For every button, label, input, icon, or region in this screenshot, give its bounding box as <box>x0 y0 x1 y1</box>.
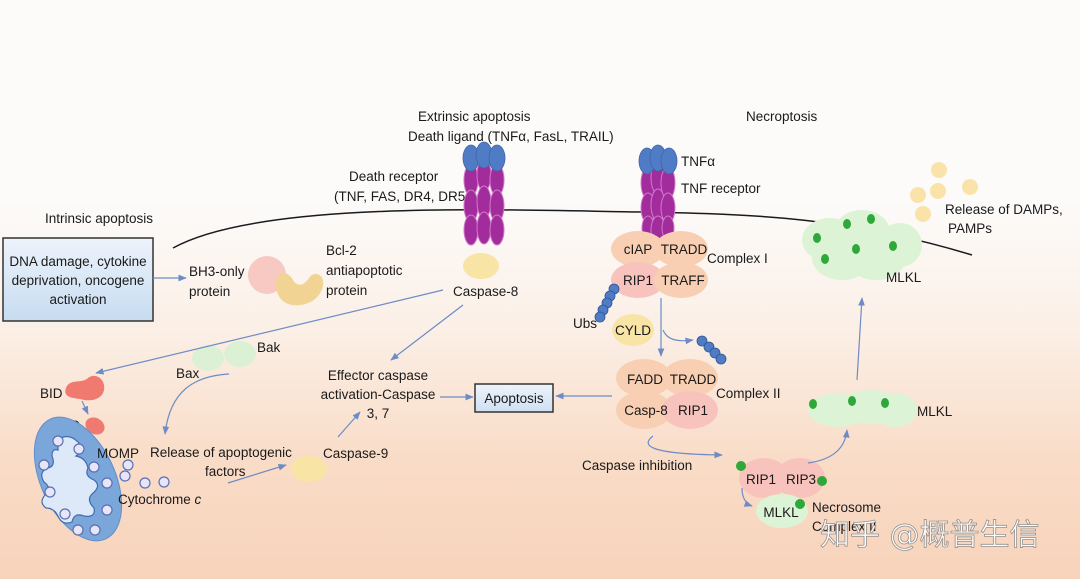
caspase8-shape <box>463 253 499 279</box>
arrow-caspase8-to-effector <box>390 304 464 361</box>
intrinsic-apoptosis-title: Intrinsic apoptosis <box>45 211 153 226</box>
ubiquitin-chain-attached <box>594 283 620 323</box>
arrow-bax-to-release <box>162 373 230 435</box>
complex1-tradd: TRADD <box>661 242 708 257</box>
complex1-label: Complex I <box>707 251 768 266</box>
death-receptor-label-line1: Death receptor <box>349 169 439 184</box>
bh3-label-line1: BH3-only <box>189 264 245 279</box>
mlkl-oligomer <box>808 390 917 427</box>
arrow-ub-release <box>662 329 694 345</box>
arrow-mlkl-to-membrane <box>856 297 865 381</box>
mlkl-mid-label: MLKL <box>917 404 953 419</box>
bid-label: BID <box>40 386 63 401</box>
effector-label-line3: 3, 7 <box>367 406 390 421</box>
arrow-caspase8-to-bid <box>95 289 444 375</box>
damps-particles <box>910 162 978 222</box>
death-ligand-trimer <box>462 141 506 172</box>
complex1-ciap: cIAP <box>624 242 653 257</box>
arrow-bid-to-tbid <box>81 400 89 415</box>
complex-2: FADD TRADD Casp-8 RIP1 <box>616 359 718 429</box>
mlkl-membrane-pore <box>802 210 922 280</box>
necroptosis-title: Necroptosis <box>746 109 818 124</box>
mlkl-membrane-label: MLKL <box>886 270 922 285</box>
bak-label: Bak <box>257 340 281 355</box>
trigger-text-line2: deprivation, oncogene <box>12 273 145 288</box>
complex1-traff: TRAFF <box>661 273 705 288</box>
cytochrome-c-particles <box>38 435 170 536</box>
bcl2-protein-shape <box>276 272 324 306</box>
bh3-label-line2: protein <box>189 284 230 299</box>
apoptosis-label: Apoptosis <box>484 391 544 406</box>
tnfa-label: TNFα <box>681 154 715 169</box>
arrow-release-to-caspase9 <box>227 464 287 484</box>
necrosome-mlkl: MLKL <box>763 505 799 520</box>
caspase-inhibition-label: Caspase inhibition <box>582 458 692 473</box>
damps-label-line1: Release of DAMPs, <box>945 202 1063 217</box>
bak-shape <box>224 341 256 367</box>
bcl2-label-line1: Bcl-2 <box>326 243 357 258</box>
effector-label-line1: Effector caspase <box>328 368 428 383</box>
trigger-text-line3: activation <box>49 292 106 307</box>
cytochrome-c-label: Cytochrome c <box>118 492 202 507</box>
bax-shape <box>192 345 224 371</box>
arrow-necrosome-to-mlkl <box>807 429 850 464</box>
mitochondrion <box>33 416 123 542</box>
caspase9-shape <box>291 456 327 482</box>
complex2-label: Complex II <box>716 386 781 401</box>
ubiquitin-chain-released <box>696 335 727 365</box>
bax-label: Bax <box>176 366 200 381</box>
watermark: 知乎 @概普生信 <box>820 518 1040 553</box>
bcl2-label-line2: antiapoptotic <box>326 263 403 278</box>
cyld-label: CYLD <box>615 323 651 338</box>
cytochrome-text: Cytochrome <box>118 492 195 507</box>
arrow-rip1-to-mlkl <box>741 487 753 507</box>
tnfa-trimer <box>638 144 678 175</box>
arrow-complex2-to-necrosome <box>647 435 723 459</box>
arrow-caspase9-to-effector <box>337 411 361 438</box>
complex-1: cIAP TRADD RIP1 TRAFF <box>611 231 708 298</box>
apoptosis-box: Apoptosis <box>474 383 554 413</box>
bcl2-label-line3: protein <box>326 283 367 298</box>
trigger-box: DNA damage, cytokine deprivation, oncoge… <box>2 237 154 322</box>
complex2-fadd: FADD <box>627 372 663 387</box>
release-label-line2: factors <box>205 464 246 479</box>
bid-shape <box>65 375 105 401</box>
necrosome-label-line2: Complex II <box>812 519 877 534</box>
momp-label: MOMP <box>97 446 139 461</box>
cyld-shape <box>612 314 654 346</box>
necrosome-label-line1: Necrosome <box>812 500 881 515</box>
death-ligand-label: Death ligand (TNFα, FasL, TRAIL) <box>408 129 614 144</box>
necrosome: RIP1 RIP3 MLKL <box>736 458 827 528</box>
death-receptor-trimer <box>463 158 505 246</box>
ubs-label: Ubs <box>573 316 597 331</box>
tnf-receptor-label: TNF receptor <box>681 181 761 196</box>
release-label-line1: Release of apoptogenic <box>150 445 292 460</box>
caspase9-label: Caspase-9 <box>323 446 388 461</box>
complex2-rip1: RIP1 <box>678 403 708 418</box>
death-receptor-label-line2: (TNF, FAS, DR4, DR5) <box>334 189 470 204</box>
complex1-rip1: RIP1 <box>623 273 653 288</box>
necrosome-rip1: RIP1 <box>746 472 776 487</box>
complex2-tradd: TRADD <box>670 372 717 387</box>
tbid-shape <box>85 417 105 435</box>
necrosome-rip3: RIP3 <box>786 472 816 487</box>
damps-label-line2: PAMPs <box>948 221 992 236</box>
trigger-text-line1: DNA damage, cytokine <box>9 254 146 269</box>
extrinsic-apoptosis-title: Extrinsic apoptosis <box>418 109 531 124</box>
effector-label-line2: activation-Caspase <box>321 387 436 402</box>
complex2-casp8: Casp-8 <box>624 403 668 418</box>
cytochrome-c-italic: c <box>195 492 202 507</box>
caspase8-label: Caspase-8 <box>453 284 518 299</box>
